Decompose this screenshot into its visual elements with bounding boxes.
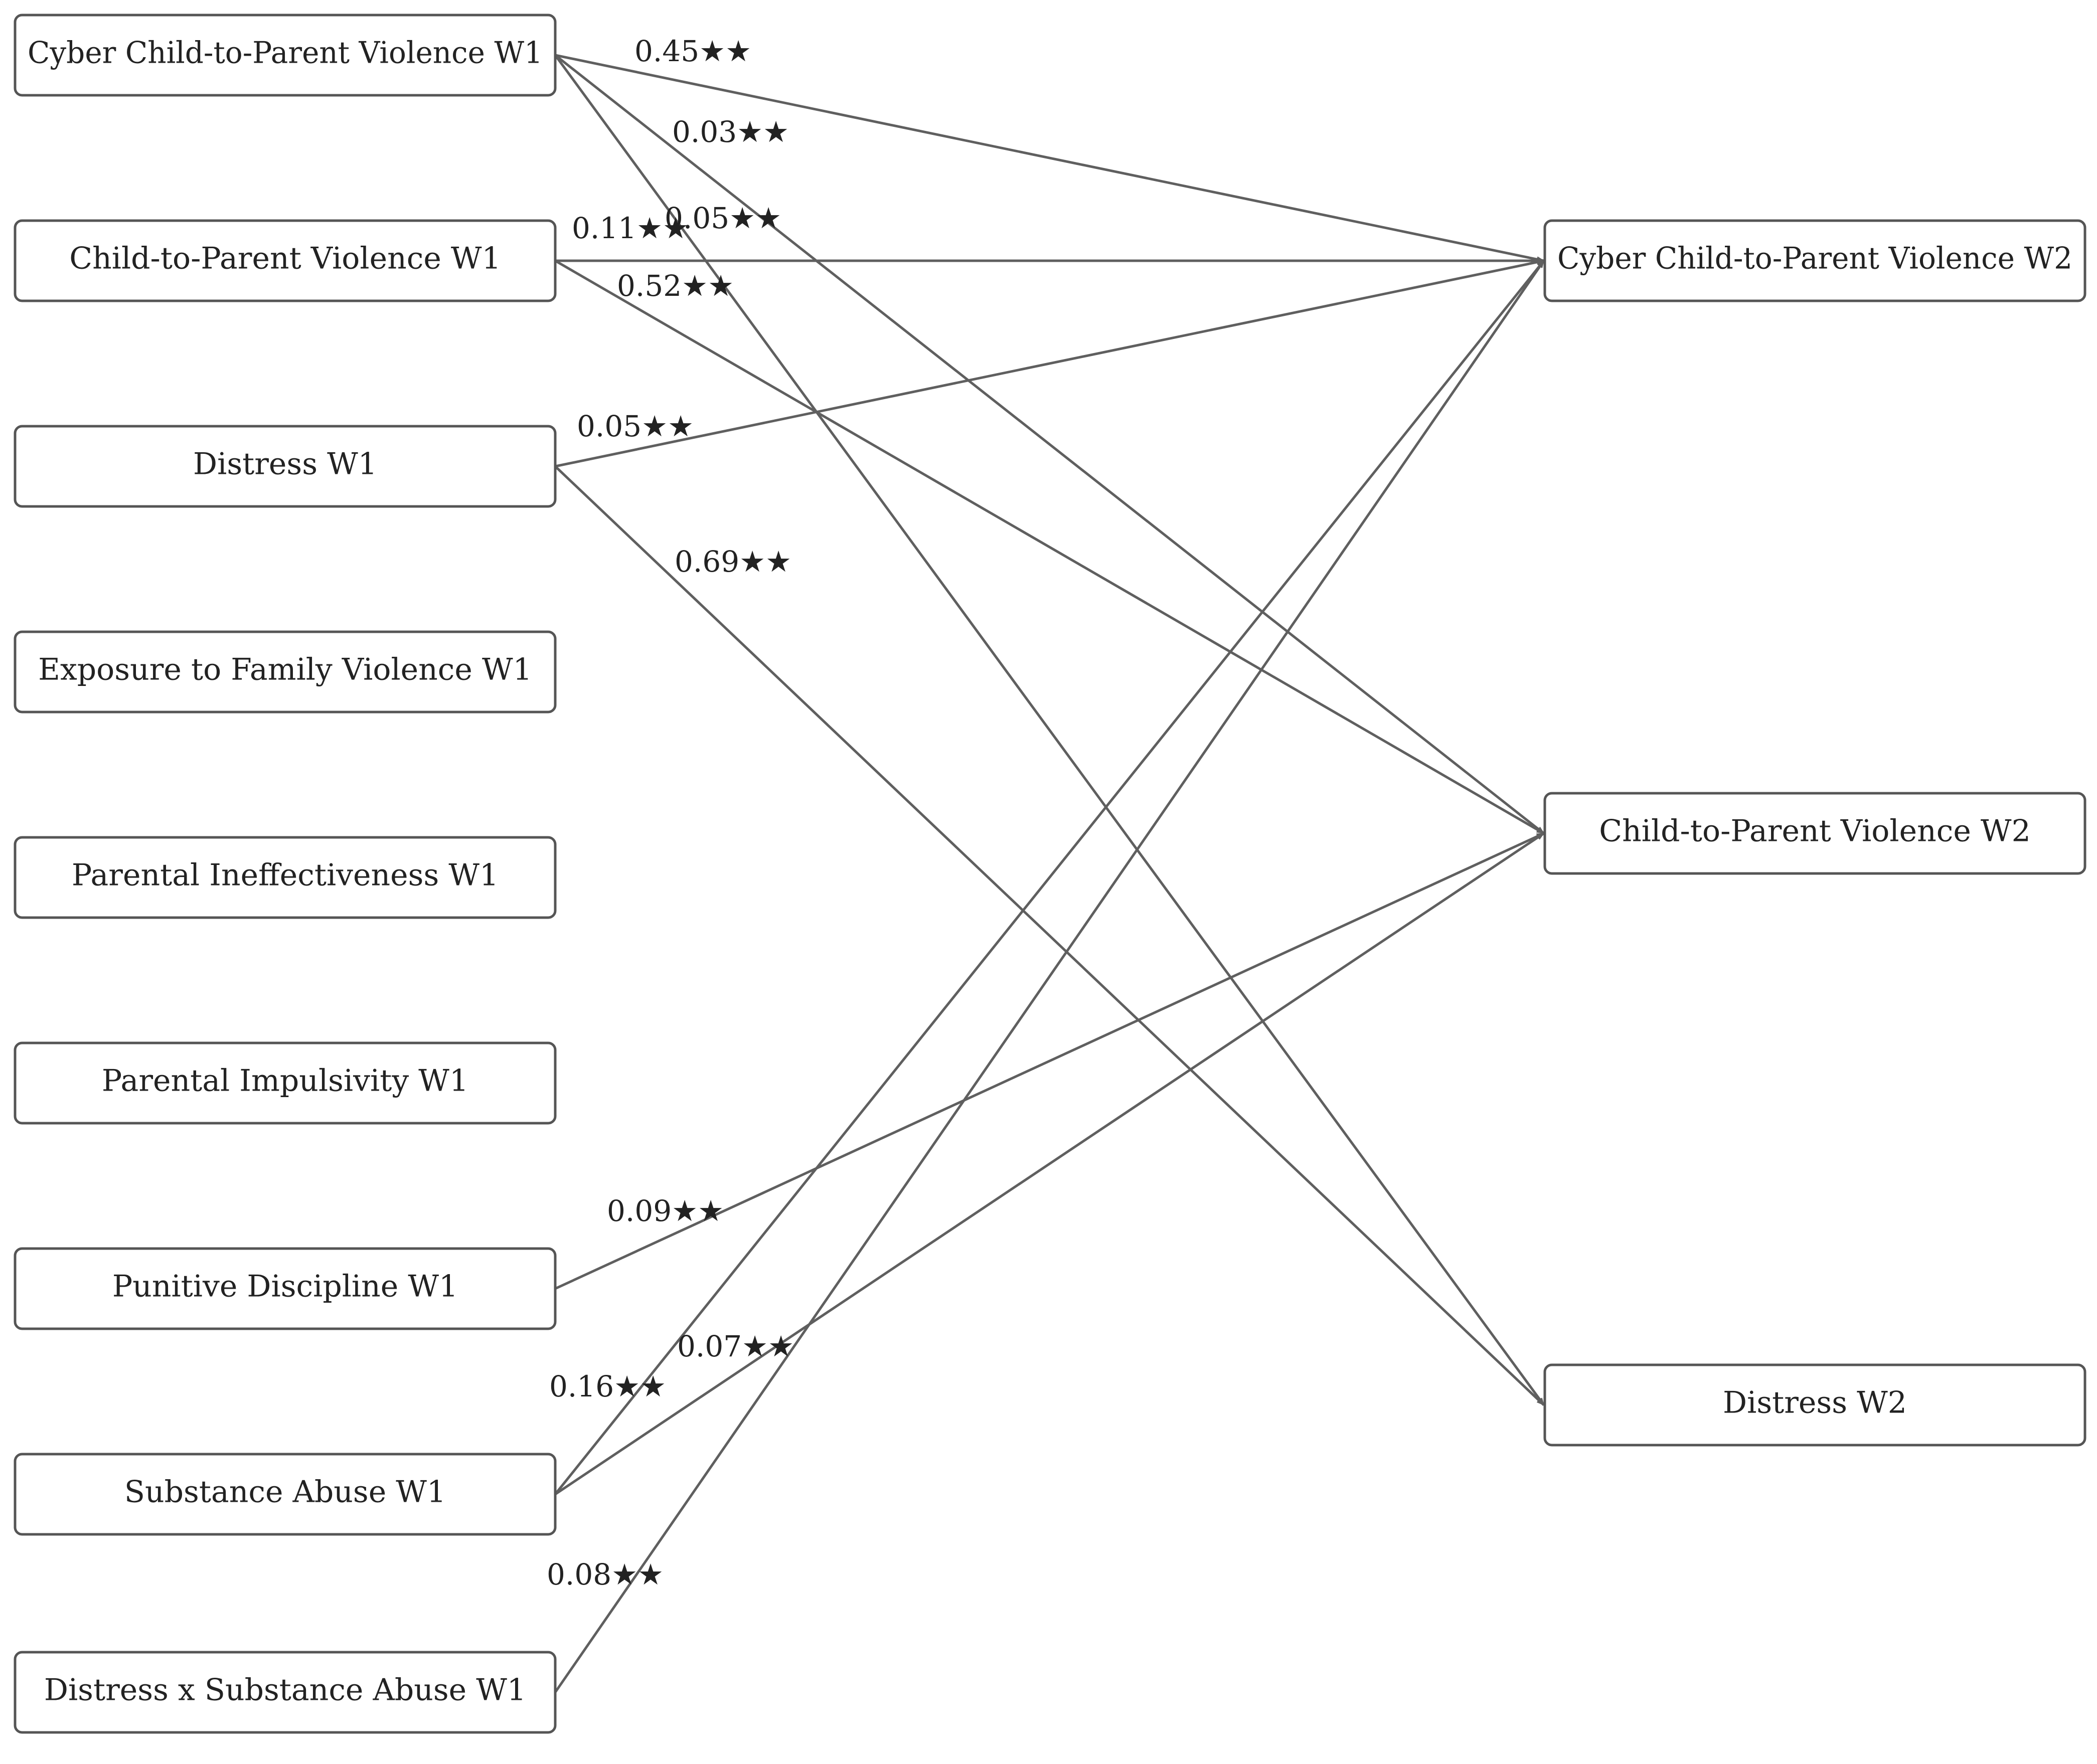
edges-layer bbox=[554, 54, 1545, 1693]
path-coefficient-cyber_cpv_w1-to-distress_w2: 0.05★★ bbox=[665, 201, 781, 235]
node-label: Substance Abuse W1 bbox=[124, 1475, 446, 1510]
path-arrow-cyber_cpv_w1-to-cpv_w2 bbox=[554, 54, 1545, 834]
node-label: Parental Ineffectiveness W1 bbox=[72, 858, 499, 893]
node-box bbox=[14, 836, 557, 919]
node-box bbox=[14, 425, 557, 508]
path-arrow-substance_w1-to-cpv_w2 bbox=[554, 832, 1545, 1496]
node-box bbox=[1543, 219, 2086, 302]
path-arrow-cyber_cpv_w1-to-distress_w2 bbox=[554, 54, 1545, 1406]
node-label: Child-to-Parent Violence W2 bbox=[1599, 814, 2031, 849]
node-label: Parental Impulsivity W1 bbox=[102, 1064, 468, 1099]
node-box bbox=[14, 1651, 557, 1734]
path-arrow-substance_w1-to-cyber_cpv_w2 bbox=[554, 260, 1545, 1495]
path-coefficient-distress_w1-to-cyber_cpv_w2: 0.05★★ bbox=[577, 409, 694, 443]
node-parental_impuls_w1: Parental Impulsivity W1 bbox=[14, 1041, 557, 1125]
node-distress_w1: Distress W1 bbox=[14, 425, 557, 508]
path-arrow-distress_w1-to-distress_w2 bbox=[554, 465, 1545, 1406]
node-cyber_cpv_w2: Cyber Child-to-Parent Violence W2 bbox=[1543, 219, 2086, 302]
node-label: Exposure to Family Violence W1 bbox=[38, 652, 532, 687]
node-box bbox=[14, 1453, 557, 1536]
path-coefficient-cpv_w1-to-cyber_cpv_w2: 0.11★★ bbox=[572, 211, 689, 245]
node-label: Distress x Substance Abuse W1 bbox=[44, 1673, 526, 1708]
node-label: Cyber Child-to-Parent Violence W1 bbox=[28, 36, 543, 71]
node-label: Punitive Discipline W1 bbox=[112, 1269, 458, 1304]
node-label: Child-to-Parent Violence W1 bbox=[69, 241, 501, 276]
node-distress_w2: Distress W2 bbox=[1543, 1363, 2086, 1447]
path-coefficient-cyber_cpv_w1-to-cpv_w2: 0.03★★ bbox=[672, 115, 789, 149]
path-arrow-distress_x_sub_w1-to-cyber_cpv_w2 bbox=[554, 260, 1545, 1693]
path-coefficient-punitive_disc_w1-to-cpv_w2: 0.09★★ bbox=[607, 1194, 724, 1228]
node-box bbox=[14, 14, 557, 97]
node-cpv_w2: Child-to-Parent Violence W2 bbox=[1543, 792, 2086, 875]
node-distress_x_sub_w1: Distress x Substance Abuse W1 bbox=[14, 1651, 557, 1734]
path-coefficient-distress_x_sub_w1-to-cyber_cpv_w2: 0.08★★ bbox=[547, 1557, 664, 1592]
node-box bbox=[14, 219, 557, 302]
node-substance_w1: Substance Abuse W1 bbox=[14, 1453, 557, 1536]
path-arrow-punitive_disc_w1-to-cpv_w2 bbox=[554, 832, 1545, 1290]
node-parental_ineff_w1: Parental Ineffectiveness W1 bbox=[14, 836, 557, 919]
path-arrow-cpv_w1-to-cpv_w2 bbox=[554, 259, 1545, 835]
path-coefficient-cyber_cpv_w1-to-cyber_cpv_w2: 0.45★★ bbox=[634, 34, 751, 68]
node-punitive_disc_w1: Punitive Discipline W1 bbox=[14, 1247, 557, 1330]
path-coefficient-substance_w1-to-cyber_cpv_w2: 0.16★★ bbox=[549, 1369, 666, 1403]
path-coefficient-distress_w1-to-distress_w2: 0.69★★ bbox=[675, 545, 791, 579]
node-box bbox=[14, 630, 557, 714]
path-coefficient-substance_w1-to-cpv_w2: 0.07★★ bbox=[677, 1329, 794, 1363]
node-box bbox=[14, 1247, 557, 1330]
node-label: Cyber Child-to-Parent Violence W2 bbox=[1557, 241, 2072, 276]
node-label: Distress W1 bbox=[193, 447, 377, 482]
path-arrow-cyber_cpv_w1-to-cyber_cpv_w2 bbox=[555, 54, 1545, 263]
node-box bbox=[1543, 1363, 2086, 1447]
path-arrow-distress_w1-to-cyber_cpv_w2 bbox=[555, 259, 1545, 468]
node-cpv_w1: Child-to-Parent Violence W1 bbox=[14, 219, 557, 302]
node-label: Distress W2 bbox=[1723, 1385, 1907, 1421]
edge-labels-layer: 0.45★★0.03★★0.05★★0.11★★0.52★★0.05★★0.69… bbox=[547, 34, 794, 1592]
nodes-layer: Cyber Child-to-Parent Violence W1 Child-t… bbox=[14, 14, 2086, 1734]
node-box bbox=[14, 1041, 557, 1125]
node-exposure_fv_w1: Exposure to Family Violence W1 bbox=[14, 630, 557, 714]
node-cyber_cpv_w1: Cyber Child-to-Parent Violence W1 bbox=[14, 14, 557, 97]
path-coefficient-cpv_w1-to-cpv_w2: 0.52★★ bbox=[617, 269, 734, 303]
node-box bbox=[1543, 792, 2086, 875]
